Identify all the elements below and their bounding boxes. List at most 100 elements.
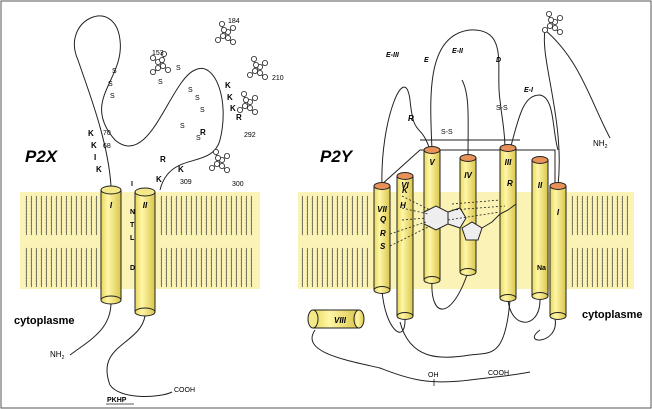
residue-d: D (130, 265, 135, 272)
sugar-residue (241, 103, 248, 110)
residue-r: R (236, 113, 242, 122)
p2x-helix-label-2: II (143, 201, 148, 210)
lipid-tail (571, 247, 574, 288)
residue-k: K (91, 141, 97, 150)
p2y-loop-e1 (509, 94, 559, 151)
p2y-cytoplasm-label: cytoplasme (582, 309, 643, 321)
sugar-residue (250, 56, 257, 63)
cysteine-s: S (112, 68, 117, 75)
sugar-residue (252, 62, 259, 69)
p2y-loop-e2-inner (461, 79, 469, 159)
sugar-residue (251, 109, 258, 116)
lipid-tail (316, 247, 319, 288)
lipid-tail (301, 247, 304, 288)
disulfide-2: S-S (496, 105, 508, 112)
p2x-panel: I II S S S S S S S S S S (14, 15, 284, 405)
lipid-tail (316, 195, 319, 236)
lipid-tail (606, 195, 609, 236)
sugar-residue (154, 65, 161, 72)
lipid-tail (160, 195, 163, 236)
p2y-helix-7-label: VII (377, 205, 388, 214)
p2y-c-tail (311, 329, 531, 383)
lipid-tail (351, 195, 354, 236)
lipid-tail (95, 247, 98, 288)
lipid-tail (85, 247, 88, 288)
lipid-tail (220, 195, 223, 236)
lipid-tail (30, 195, 33, 236)
glycan-tree (214, 20, 236, 46)
lipid-tail (220, 247, 223, 288)
p2x-helix-1: I (100, 185, 122, 305)
p2y-helix-2-label: II (538, 181, 543, 190)
binding-interactions (389, 195, 506, 247)
p2y-helix-3-label: III (505, 158, 512, 167)
lipid-tail (331, 247, 334, 288)
p2x-cytoplasm-label: cytoplasme (14, 315, 75, 327)
p2y-helix-1: I (549, 182, 567, 320)
sugar-residue (548, 16, 555, 23)
lipid-tail (621, 195, 624, 236)
p2y-helix-7: VII (373, 182, 391, 294)
lipid-tail (165, 247, 168, 288)
sugar-residue (149, 55, 156, 62)
cysteine-s: S (195, 95, 200, 102)
lipid-tail (341, 195, 344, 236)
sugar-residue (552, 24, 559, 31)
lipid-tail (180, 195, 183, 236)
lipid-tail (581, 195, 584, 236)
glycan-tree (542, 10, 564, 35)
sodium-site: Na (537, 265, 546, 272)
binding-residue-r2: R (507, 179, 513, 188)
sugar-residue (160, 51, 167, 58)
sugar-residue (251, 68, 258, 75)
lipid-tail (185, 195, 188, 236)
lipid-tail (55, 195, 58, 236)
lipid-tail (90, 195, 93, 236)
lipid-tail (225, 195, 228, 236)
residue-r: R (200, 128, 206, 137)
lipid-tail (225, 247, 228, 288)
lipid-tail (321, 247, 324, 288)
lipid-tail (240, 247, 243, 288)
sugar-residue (214, 37, 221, 44)
residue-i: I (94, 153, 96, 162)
lipid-tail (85, 195, 88, 236)
lipid-tail (30, 247, 33, 288)
lipid-tail (311, 247, 314, 288)
p2x-extracellular-loop (73, 15, 224, 191)
binding-residue-q: Q (380, 215, 387, 224)
site-70: 70 (103, 130, 111, 137)
lipid-tail (165, 195, 168, 236)
p2y-title: P2Y (320, 147, 354, 166)
lipid-tail (240, 195, 243, 236)
lipid-tail (250, 195, 253, 236)
lipid-tail (160, 247, 163, 288)
sugar-residue (557, 28, 564, 35)
lipid-tail (70, 195, 73, 236)
lipid-tail (586, 195, 589, 236)
lipid-tail (326, 247, 329, 288)
lipid-tail (190, 247, 193, 288)
sugar-residue (242, 97, 249, 104)
lipid-tail (170, 195, 173, 236)
p2y-helix-4: IV (459, 154, 477, 276)
p2y-helix-6-label: VI (401, 181, 409, 190)
residue-k: K (227, 93, 233, 102)
p2y-helix-3: III (499, 144, 517, 302)
lipid-tail (200, 247, 203, 288)
lipid-tail (230, 195, 233, 236)
lipid-tail (60, 195, 63, 236)
p2y-n-terminus: NH2 (593, 139, 608, 150)
p2y-helix-label-8: VIII (334, 316, 347, 325)
lipid-tail (311, 195, 314, 236)
residue-r: R (160, 155, 166, 164)
lipid-tail (50, 195, 53, 236)
p2y-loop-i1 (381, 289, 406, 333)
lipid-tail (235, 247, 238, 288)
sugar-residue (547, 22, 554, 29)
lipid-tail (50, 247, 53, 288)
lipid-tail (586, 247, 589, 288)
sugar-residue (149, 69, 156, 76)
lipid-tail (95, 195, 98, 236)
residue-t: T (130, 222, 135, 229)
